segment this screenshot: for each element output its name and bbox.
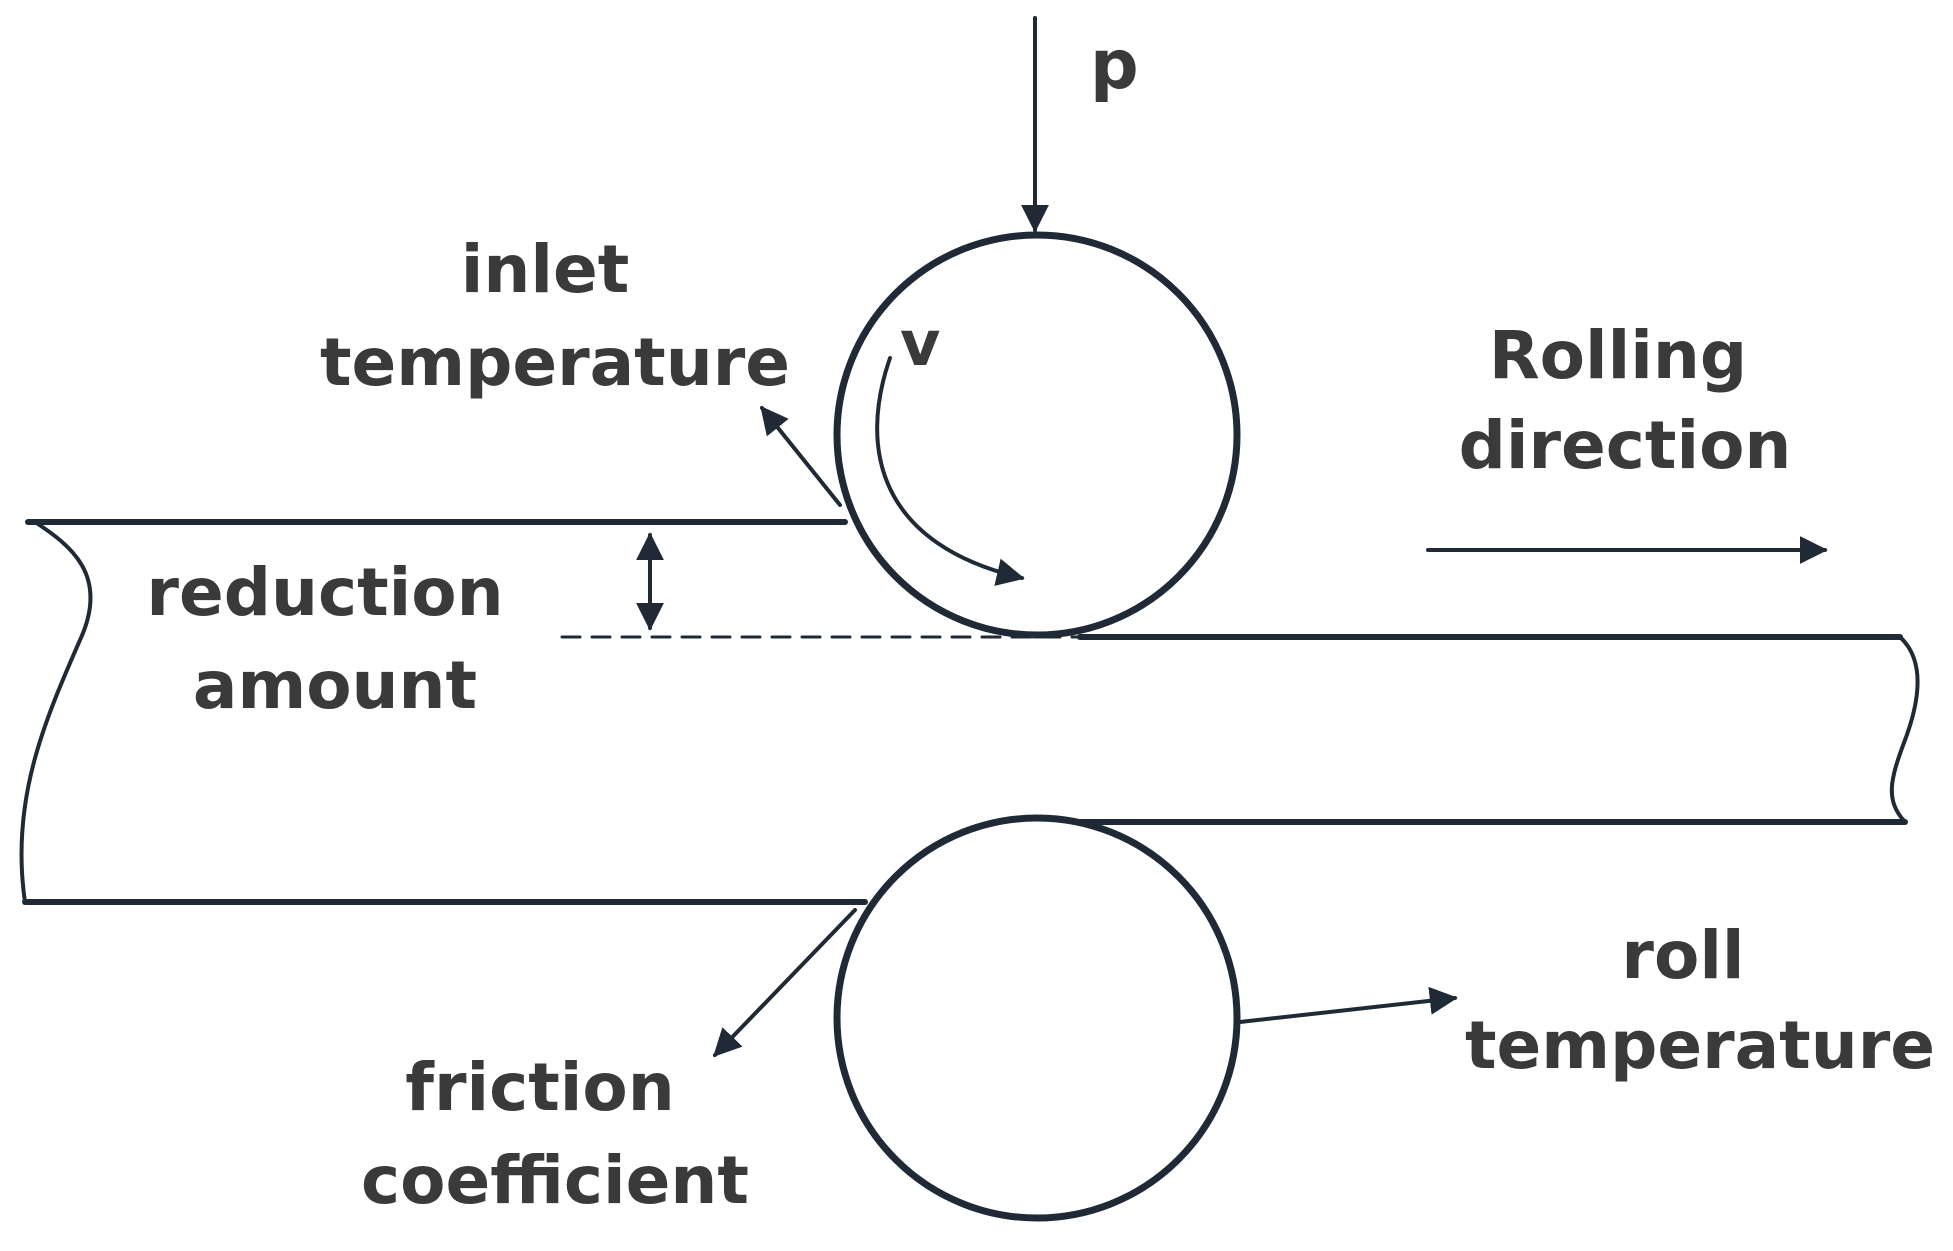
roll-temperature-label-line1: roll [1621, 917, 1744, 994]
friction-coefficient-label-line1: friction [405, 1049, 675, 1126]
velocity-label: v [900, 307, 940, 380]
roll-temperature-label-line2: temperature [1465, 1007, 1935, 1084]
inlet-temperature-label-line1: inlet [461, 231, 630, 308]
upper-roll [833, 231, 1241, 639]
strip-left-break [19, 520, 93, 904]
inlet-temperature-arrow [760, 405, 842, 507]
rotation-arrow [875, 356, 1025, 586]
friction-coefficient-label-line2: coefficient [361, 1142, 749, 1219]
rolling-direction-label-line1: Rolling [1489, 317, 1747, 394]
friction-coefficient-arrow [713, 908, 857, 1058]
rolling-direction-label-line2: direction [1459, 407, 1792, 484]
reduction-amount-label-line1: reduction [146, 554, 503, 631]
strip-right-break [1889, 635, 1920, 824]
roll-temperature-arrow [1238, 986, 1458, 1024]
lower-roll [833, 814, 1241, 1222]
reduction-amount-label-line2: amount [193, 647, 477, 724]
force-label: p [1090, 26, 1139, 105]
inlet-temperature-label-line2: temperature [320, 324, 790, 401]
